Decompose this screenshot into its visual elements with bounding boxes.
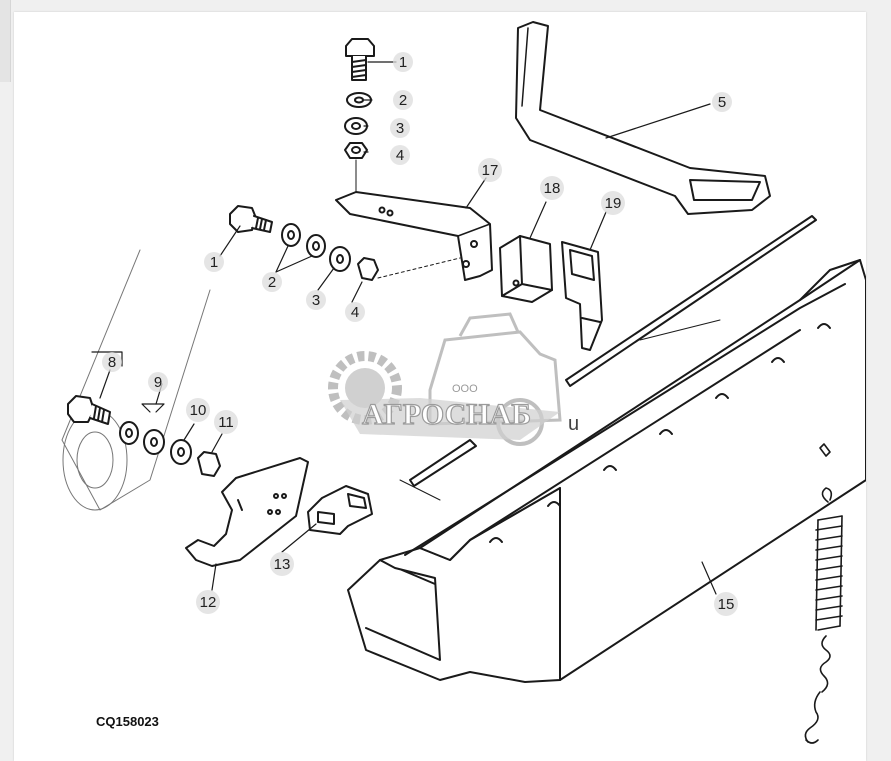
callout-badge	[214, 410, 238, 434]
bracket-5	[515, 21, 771, 215]
callout-label: 2	[268, 274, 276, 291]
callout-badge	[262, 272, 282, 292]
bracket-17	[335, 191, 493, 281]
bolt-top	[345, 38, 375, 81]
callout-c18: 18	[540, 176, 564, 200]
callout-label: 17	[482, 162, 499, 179]
callout-c1b: 1	[204, 252, 224, 272]
watermark-name: АГРОСНАБ	[362, 398, 531, 431]
callout-badge	[186, 398, 210, 422]
callout-badge	[393, 90, 413, 110]
spring	[804, 443, 843, 744]
nut-middle	[357, 257, 379, 281]
rod-short	[409, 439, 477, 487]
nut-top	[344, 142, 368, 159]
callout-c2b: 2	[262, 272, 282, 292]
pulley	[61, 249, 211, 511]
callout-badge	[270, 552, 294, 576]
plate-12	[185, 457, 309, 567]
watermark-suffix: u	[568, 413, 579, 435]
callout-c3b: 3	[306, 290, 326, 310]
callout-label: 2	[399, 92, 407, 109]
callout-c5: 5	[712, 92, 732, 112]
callout-c1a: 1	[393, 52, 413, 72]
callout-badge	[196, 590, 220, 614]
callout-c3a: 3	[390, 118, 410, 138]
callout-badge	[306, 290, 326, 310]
washer-middle-2	[306, 234, 326, 258]
callout-badge	[102, 352, 122, 372]
callout-badge	[714, 592, 738, 616]
callout-c12: 12	[196, 590, 220, 614]
callout-c4b: 4	[345, 302, 365, 322]
callout-label: 13	[274, 556, 291, 573]
callout-label: 8	[108, 354, 116, 371]
lock-washer-left	[170, 439, 192, 465]
nut-left	[197, 451, 221, 477]
washer-middle-1	[281, 223, 301, 247]
callout-label: 4	[396, 147, 404, 164]
callout-label: 18	[544, 180, 561, 197]
callout-label: 5	[718, 94, 726, 111]
callout-label: 1	[399, 54, 407, 71]
callout-badge	[345, 302, 365, 322]
callout-badge	[390, 118, 410, 138]
callout-c4a: 4	[390, 145, 410, 165]
parts-diagram: ООО АГРОСНАБ u 1234517181912348910111213…	[61, 21, 866, 744]
washer-left-2	[143, 429, 165, 455]
callout-c9: 9	[148, 372, 168, 392]
clip-19	[561, 241, 603, 351]
leader-lines	[91, 61, 717, 595]
rod-long	[565, 215, 817, 387]
lock-washer-middle	[329, 246, 351, 272]
callout-c2a: 2	[393, 90, 413, 110]
callout-badge	[712, 92, 732, 112]
callout-c8: 8	[102, 352, 122, 372]
watermark-prefix: ООО	[452, 383, 478, 395]
callout-badge	[148, 372, 168, 392]
callout-c11: 11	[214, 410, 238, 434]
callout-badge	[390, 145, 410, 165]
callout-badge	[601, 191, 625, 215]
callout-label: 11	[218, 414, 234, 431]
callout-c13: 13	[270, 552, 294, 576]
callout-label: 3	[396, 120, 404, 137]
left-panel-edge	[0, 0, 11, 82]
callout-label: 3	[312, 292, 320, 309]
callout-label: 9	[154, 374, 162, 391]
callout-label: 19	[605, 195, 622, 212]
callout-c15: 15	[714, 592, 738, 616]
callout-badge	[204, 252, 224, 272]
callout-badge	[393, 52, 413, 72]
callout-badge	[478, 158, 502, 182]
callout-label: 4	[351, 304, 359, 321]
watermark-logo: ООО АГРОСНАБ u	[328, 312, 579, 446]
callout-label: 12	[200, 594, 217, 611]
callout-c19: 19	[601, 191, 625, 215]
callout-label: 10	[190, 402, 207, 419]
callout-c10: 10	[186, 398, 210, 422]
figure-code: CQ158023	[96, 714, 159, 729]
callout-label: 15	[718, 596, 735, 613]
clip-13	[307, 485, 373, 535]
callout-label: 1	[210, 254, 218, 271]
housing-15	[347, 487, 561, 683]
callout-c17: 17	[478, 158, 502, 182]
callout-badge	[540, 176, 564, 200]
washer-left-1	[119, 421, 139, 445]
